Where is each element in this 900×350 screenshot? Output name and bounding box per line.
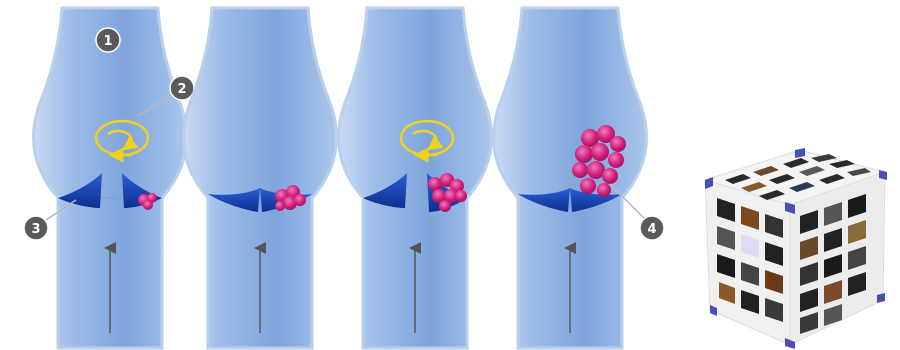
callout-4: 4 — [640, 216, 664, 240]
image-grid-cube-icon — [705, 148, 887, 349]
callout-2-label: 2 — [177, 82, 186, 97]
callout-1-label: 1 — [103, 34, 112, 49]
callout-3: 3 — [24, 216, 48, 240]
callout-4-label: 4 — [647, 222, 656, 237]
callout-3-label: 3 — [31, 222, 40, 237]
vessel-1: 1 2 3 — [24, 8, 194, 348]
vessel-3 — [339, 8, 492, 348]
vessel-2 — [184, 8, 337, 348]
callout-1: 1 — [96, 28, 120, 52]
callout-2: 2 — [170, 76, 194, 100]
vessel-4: 4 — [494, 8, 664, 348]
